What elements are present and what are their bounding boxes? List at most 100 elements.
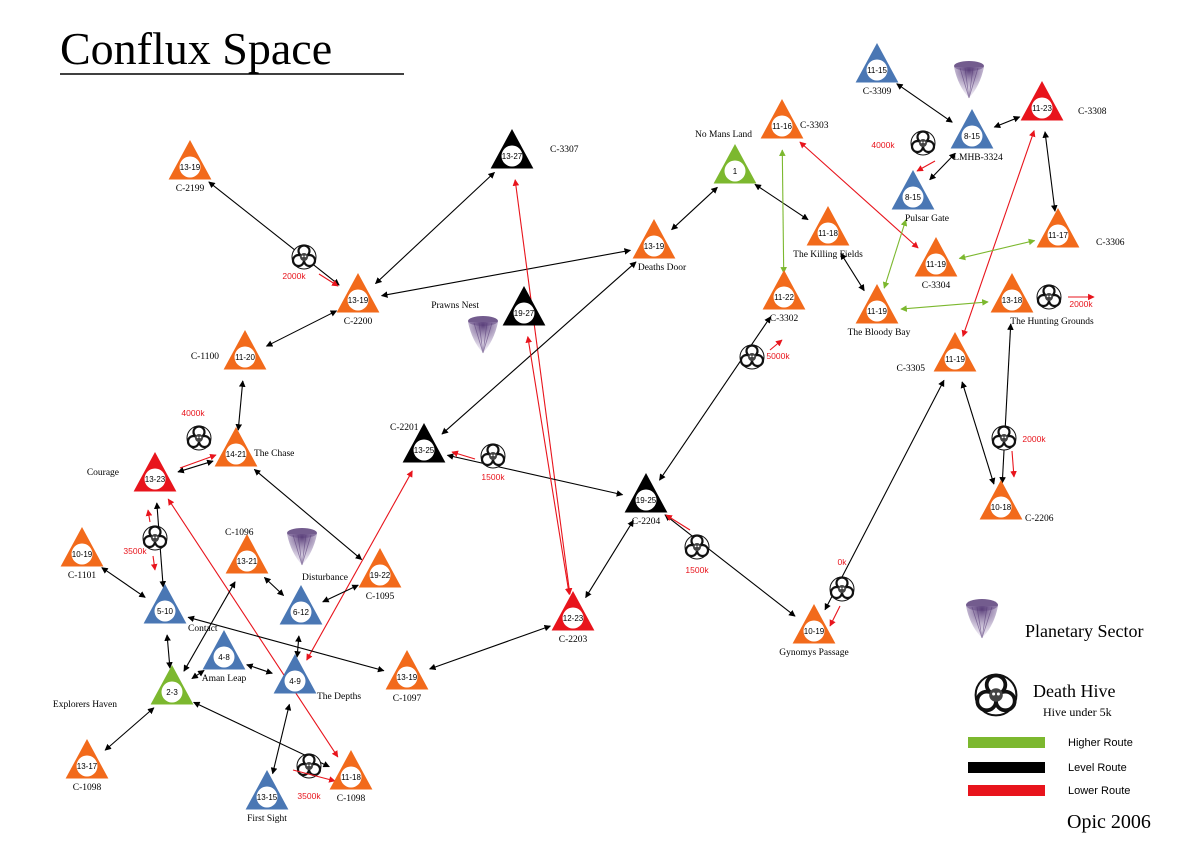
system-level: 11-19 [867, 307, 887, 316]
death-hives-layer: 2000k4000k5000k2000k4000k1500k2000k3500k… [123, 130, 1095, 801]
system-label: No Mans Land [695, 130, 752, 140]
system-level: 11-19 [945, 355, 965, 364]
system-label: C-3302 [770, 314, 799, 324]
system-label: C-3303 [800, 121, 829, 131]
route-disturbance-c1096 [263, 577, 285, 596]
system-level: 1 [733, 167, 738, 176]
system-label: Disturbance [302, 573, 348, 583]
route-explorers-aman [191, 669, 205, 680]
legend-death-hive-sub: Hive under 5k [1043, 705, 1112, 719]
system-label: C-3308 [1078, 107, 1107, 117]
system-node-c1097: 13-19C-1097 [385, 650, 429, 704]
route-c3302-c2204 [659, 316, 771, 481]
death-hive-icon: 3500k [292, 753, 336, 801]
system-level: 11-16 [772, 122, 792, 131]
route-c3303-c3302 [779, 149, 787, 274]
system-level: 2-3 [166, 688, 178, 697]
death-hive-amount: 1500k [481, 472, 505, 482]
death-hive-amount: 2000k [282, 271, 306, 281]
system-label: C-1098 [337, 794, 366, 804]
system-label: C-3309 [863, 87, 892, 97]
route-c2201-c2204 [446, 453, 624, 497]
system-label: C-1097 [393, 694, 422, 704]
system-node-c3308: 11-23 C-3308 [1020, 81, 1107, 121]
system-node-c3307: 13-27C-3307 [490, 129, 579, 169]
system-node-c3306: 11-17C-3306 [1036, 208, 1125, 248]
route-c2200-c1100 [265, 310, 338, 347]
route-disturbance-depths [294, 635, 302, 658]
system-node-c3302: 11-22C-3302 [762, 270, 806, 324]
death-hive-amount: 3500k [123, 546, 147, 556]
legend-level-label: Level Route [1068, 762, 1127, 774]
system-node-c2200: 13-19C-2200 [336, 273, 380, 327]
legend-planetary-sector-label: Planetary Sector [1025, 621, 1143, 641]
death-hive-icon: 1500k [451, 443, 506, 482]
death-hive-amount: 3500k [297, 791, 321, 801]
route-explorers-c1098a [104, 707, 155, 751]
death-hive-route [145, 509, 153, 523]
system-level: 13-17 [77, 762, 98, 771]
route-c3305-gynomys [824, 379, 945, 611]
death-hive-amount: 0k [838, 557, 848, 567]
system-label: Pulsar Gate [905, 214, 949, 224]
route-c1100-chase [235, 380, 246, 431]
system-label: The Killing Fields [793, 250, 863, 260]
death-hive-route [318, 273, 339, 287]
legend-planetary-sector-icon [966, 599, 998, 639]
page-title: Conflux Space [60, 23, 332, 74]
death-hive-route [150, 555, 158, 571]
system-level: 11-23 [1032, 104, 1052, 113]
system-label: First Sight [247, 814, 287, 824]
death-hive-amount: 2000k [1069, 299, 1093, 309]
system-level: 8-15 [964, 132, 981, 141]
system-level: 13-21 [237, 557, 258, 566]
legend-level-swatch [968, 762, 1045, 773]
system-node-c1101: 10-19C-1101 [60, 527, 104, 581]
system-level: 13-19 [180, 163, 201, 172]
system-node-c1100: 11-20C-1100 [191, 330, 267, 370]
system-level: 5-10 [157, 607, 174, 616]
death-hive-amount: 4000k [181, 408, 205, 418]
system-level: 12-23 [563, 614, 584, 623]
system-node-c1095: 19-22C-1095 [358, 548, 402, 602]
system-node-c2206: 10-18C-2206 [979, 480, 1054, 524]
system-label: The Depths [317, 692, 361, 702]
route-hunting-c2206 [999, 323, 1014, 484]
system-level: 8-15 [905, 193, 922, 202]
system-label: C-1101 [68, 571, 96, 581]
route-c1097-c2203 [428, 624, 552, 671]
route-contact-explorers [164, 634, 173, 669]
system-label: C-2204 [632, 517, 661, 527]
system-node-c3304: 11-19C-3304 [914, 237, 958, 291]
death-hive-route [451, 450, 476, 460]
route-lmhb-pulsar [929, 152, 956, 181]
route-c3304-c3306 [958, 238, 1036, 261]
route-disturbance-c1095 [322, 584, 359, 603]
route-c2199-c2200 [208, 181, 340, 286]
system-label: The Chase [254, 449, 294, 459]
system-level: 6-12 [293, 608, 310, 617]
route-pulsar-bloody [882, 219, 908, 289]
route-c3307-c2203 [512, 179, 573, 595]
system-level: 10-19 [72, 550, 93, 559]
system-level: 13-25 [414, 446, 435, 455]
death-hive-icon: 4000k [871, 130, 936, 172]
legend-death-hive-label: Death Hive [1033, 681, 1115, 701]
legend-higher-label: Higher Route [1068, 737, 1133, 749]
system-label: C-1096 [225, 528, 254, 538]
system-level: 11-18 [818, 229, 838, 238]
route-lmhb-c3308 [993, 116, 1021, 128]
system-level: 11-22 [774, 293, 794, 302]
death-hive-icon: 1500k [665, 514, 710, 575]
death-hive-route [916, 160, 936, 172]
system-label: C-1100 [191, 352, 219, 362]
death-hive-icon: 3500k [123, 509, 168, 571]
planetary-sector-icon [287, 528, 317, 566]
